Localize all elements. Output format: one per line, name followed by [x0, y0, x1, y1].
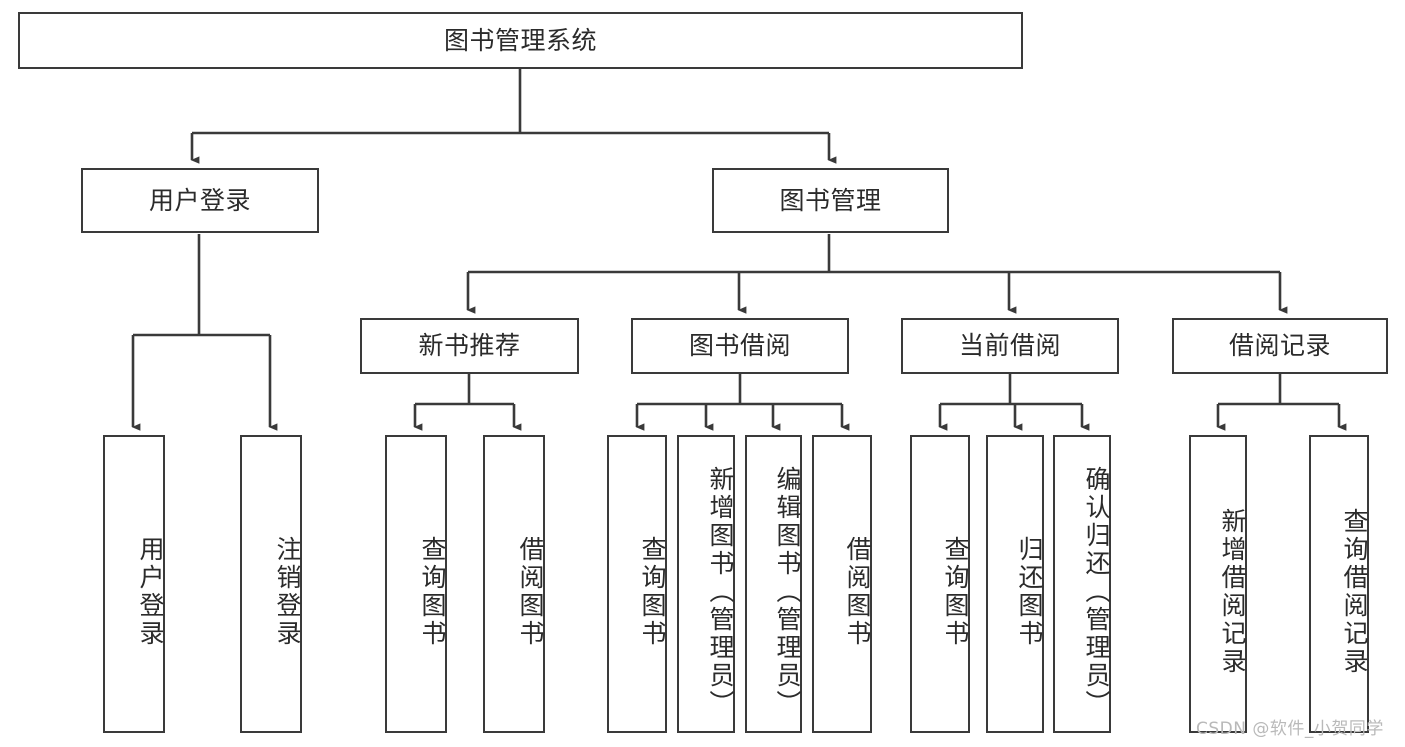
node-label: 借阅图书 — [843, 536, 872, 648]
node-label: 注销登录 — [273, 536, 302, 648]
node-label: 查询图书 — [638, 536, 667, 648]
node-label: 新增图书（管理员） — [706, 466, 735, 718]
node-new-book-recommend[interactable]: 新书推荐 — [360, 318, 579, 374]
node-label: 编辑图书（管理员） — [773, 466, 802, 718]
leaf-query-borrow-record[interactable]: 查询借阅记录 — [1309, 435, 1369, 733]
leaf-edit-book-admin[interactable]: 编辑图书（管理员） — [745, 435, 802, 733]
node-root-system[interactable]: 图书管理系统 — [18, 12, 1023, 69]
node-label: 图书管理 — [779, 185, 882, 215]
node-label: 新增借阅记录 — [1218, 508, 1247, 676]
leaf-borrow-book[interactable]: 借阅图书 — [812, 435, 872, 733]
leaf-query-book-borrow[interactable]: 查询图书 — [607, 435, 667, 733]
leaf-borrow-book-newbook[interactable]: 借阅图书 — [483, 435, 545, 733]
node-label: 用户登录 — [136, 536, 165, 648]
node-borrow-record[interactable]: 借阅记录 — [1172, 318, 1388, 374]
node-label: 图书借阅 — [688, 331, 791, 361]
node-label: 当前借阅 — [958, 331, 1061, 361]
node-label: 确认归还（管理员） — [1082, 466, 1111, 718]
node-label: 查询图书 — [418, 536, 447, 648]
node-user-login[interactable]: 用户登录 — [81, 168, 319, 233]
node-book-borrow[interactable]: 图书借阅 — [631, 318, 849, 374]
leaf-user-login[interactable]: 用户登录 — [103, 435, 165, 733]
node-label: 新书推荐 — [418, 331, 521, 361]
node-label: 查询借阅记录 — [1340, 508, 1369, 676]
csdn-watermark: CSDN @软件_小贺同学 — [1196, 719, 1384, 739]
node-label: 用户登录 — [148, 185, 251, 215]
leaf-logout[interactable]: 注销登录 — [240, 435, 302, 733]
node-label: 图书管理系统 — [443, 25, 597, 55]
node-label: 归还图书 — [1015, 536, 1044, 648]
node-label: 查询图书 — [941, 536, 970, 648]
leaf-query-book-newbook[interactable]: 查询图书 — [385, 435, 447, 733]
leaf-return-book[interactable]: 归还图书 — [986, 435, 1044, 733]
leaf-query-book-current[interactable]: 查询图书 — [910, 435, 970, 733]
leaf-add-book-admin[interactable]: 新增图书（管理员） — [677, 435, 735, 733]
leaf-confirm-return-admin[interactable]: 确认归还（管理员） — [1053, 435, 1111, 733]
node-book-management[interactable]: 图书管理 — [712, 168, 949, 233]
leaf-add-borrow-record[interactable]: 新增借阅记录 — [1189, 435, 1247, 733]
node-label: 借阅图书 — [516, 536, 545, 648]
node-label: 借阅记录 — [1228, 331, 1331, 361]
node-current-borrow[interactable]: 当前借阅 — [901, 318, 1119, 374]
